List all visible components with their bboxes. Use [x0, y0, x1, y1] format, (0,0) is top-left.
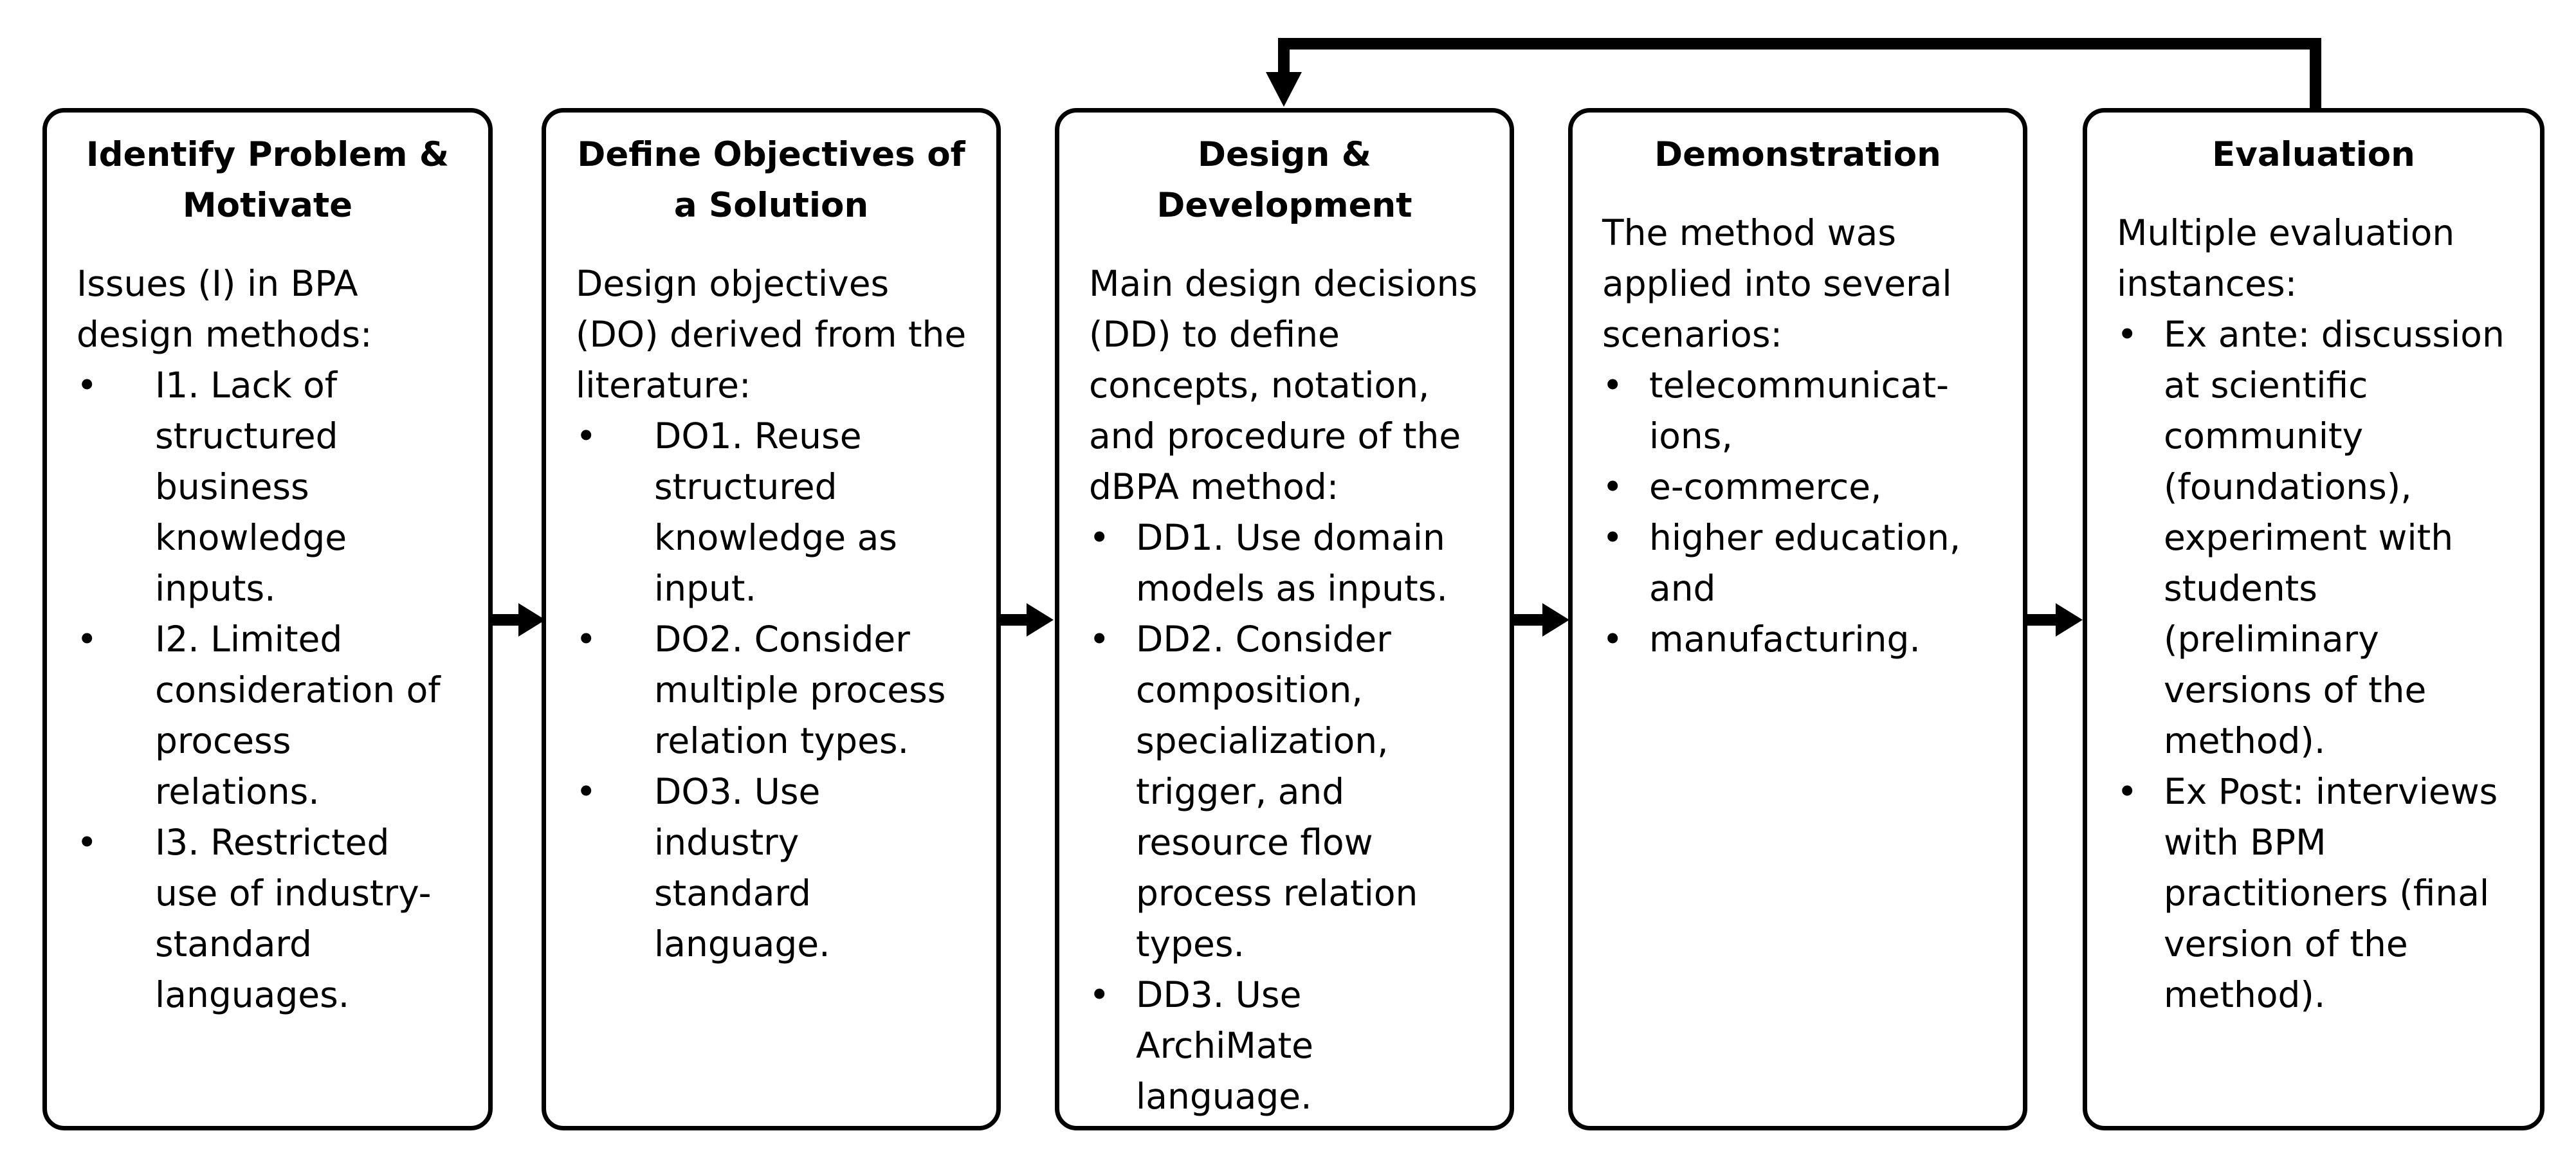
stage-title: Identify Problem & Motivate — [86, 135, 450, 225]
arrow-2-to-3 — [1001, 603, 1054, 637]
stage-design-development: Design & Development Main design decisio… — [1055, 108, 1514, 1130]
stage-intro: Issues (I) in BPA design methods: — [77, 263, 372, 355]
list-item: telecommunicat-ions, — [1602, 360, 1993, 462]
list-item: I1. Lack of structured business knowledg… — [77, 360, 459, 614]
stage-items: DD1. Use domain models as inputs. DD2. C… — [1089, 512, 1480, 1122]
stage-intro: Multiple evaluation instances: — [2117, 212, 2455, 304]
arrow-3-to-4 — [1514, 603, 1569, 637]
stage-title: Evaluation — [2212, 135, 2415, 174]
list-item: DO3. Use industry standard language. — [576, 766, 967, 970]
list-item: Ex Post: interviews with BPM practitione… — [2117, 766, 2510, 1020]
stage-title: Demonstration — [1654, 135, 1941, 174]
list-item: higher education, and — [1602, 512, 1993, 614]
stage-define-objectives: Define Objectives of a Solution Design o… — [542, 108, 1001, 1130]
list-item: Ex ante: discussion at scientific commun… — [2117, 309, 2510, 766]
list-item: DD2. Consider composition, specializatio… — [1089, 614, 1480, 970]
stage-items: DO1. Reuse structured knowledge as input… — [576, 411, 967, 970]
list-item: e-commerce, — [1602, 462, 1993, 512]
stage-items: I1. Lack of structured business knowledg… — [77, 360, 459, 1020]
list-item: DO1. Reuse structured knowledge as input… — [576, 411, 967, 614]
list-item: I2. Limited consideration of process rel… — [77, 614, 459, 817]
arrow-4-to-5 — [2027, 603, 2083, 637]
stage-evaluation: Evaluation Multiple evaluation instances… — [2083, 108, 2544, 1130]
stage-title: Design & Development — [1156, 135, 1412, 225]
list-item: DD3. Use ArchiMate language. — [1089, 970, 1480, 1122]
stage-intro: Main design decisions (DD) to define con… — [1089, 263, 1478, 507]
list-item: DD1. Use domain models as inputs. — [1089, 512, 1480, 614]
stage-intro: The method was applied into several scen… — [1602, 212, 1952, 355]
arrow-1-to-2 — [493, 603, 545, 637]
list-item: DO2. Consider multiple process relation … — [576, 614, 967, 766]
stage-items: Ex ante: discussion at scientific commun… — [2117, 309, 2510, 1020]
stage-items: telecommunicat-ions, e-commerce, higher … — [1602, 360, 1993, 665]
stage-identify-problem: Identify Problem & Motivate Issues (I) i… — [42, 108, 493, 1130]
feedback-arrow-evaluation-to-design — [1266, 38, 2321, 108]
stage-title: Define Objectives of a Solution — [577, 135, 965, 225]
stage-demonstration: Demonstration The method was applied int… — [1568, 108, 2027, 1130]
list-item: I3. Restricted use of industry-standard … — [77, 817, 459, 1020]
list-item: manufacturing. — [1602, 614, 1993, 665]
stage-intro: Design objectives (DO) derived from the … — [576, 263, 967, 406]
